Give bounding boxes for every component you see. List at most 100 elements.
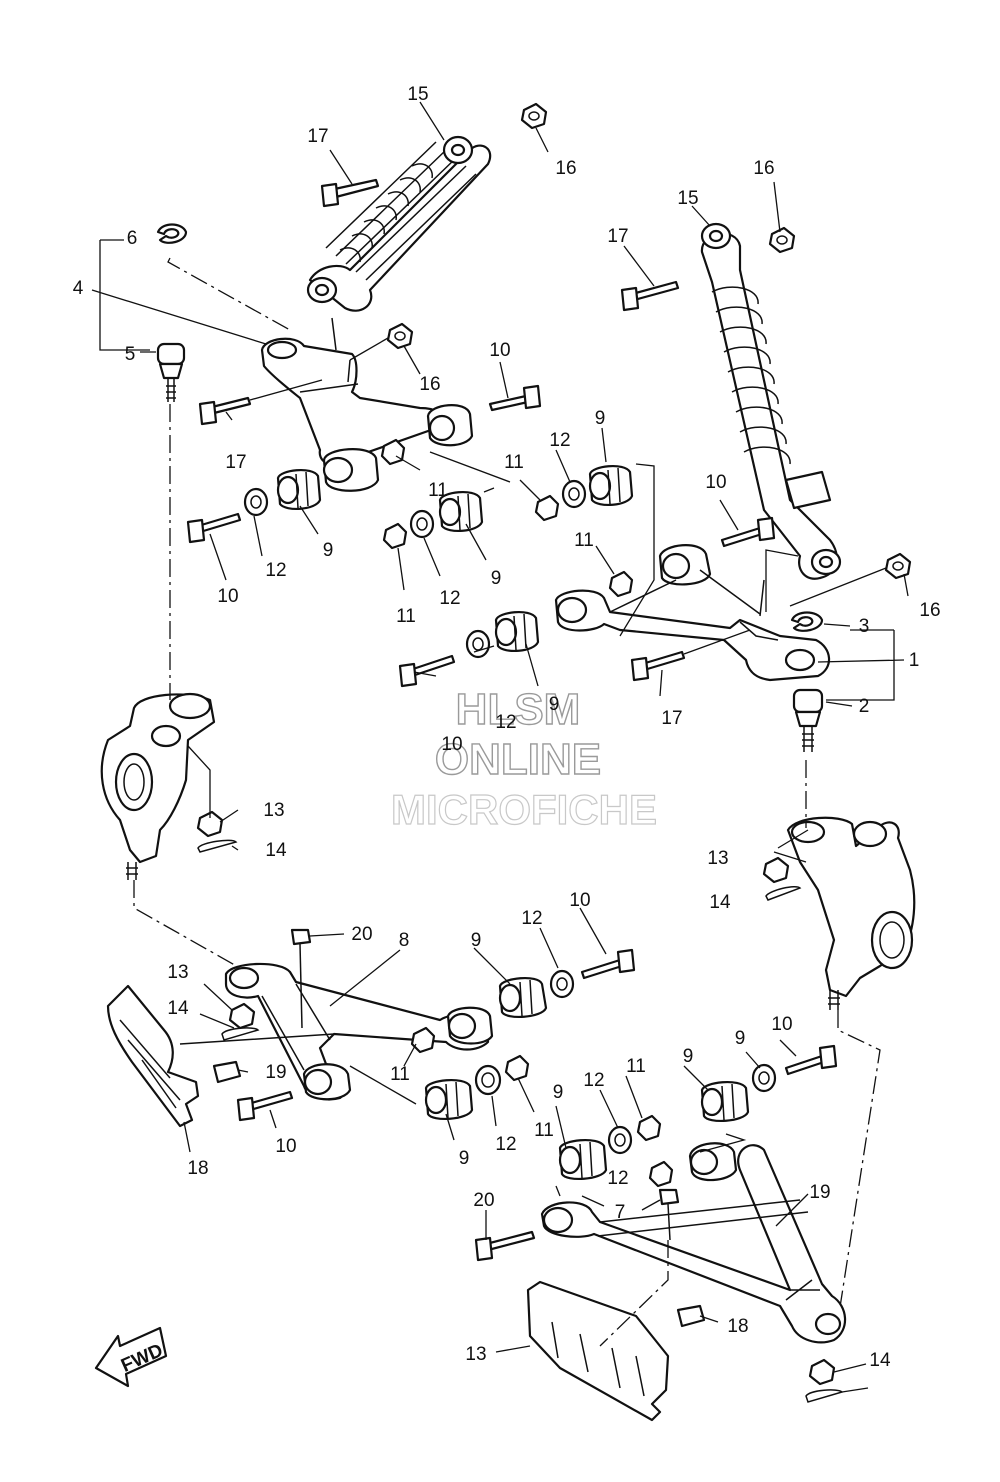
nut-16-right-top [768,226,796,254]
callout-17c: 17 [607,226,628,247]
nut-11-lower-right-a [636,1114,662,1142]
callout-12c: 12 [439,588,460,609]
callout-7: 19 [809,1182,830,1203]
centerline-skid [599,1240,669,1347]
washer-12-left [243,487,269,517]
callout-3: 3 [859,616,870,637]
callout-12: 12 [549,430,570,451]
leader-lower-left [349,1065,417,1105]
callout-15b: 15 [677,188,698,209]
callout-15: 15 [407,84,428,105]
callout-10d: 10 [441,734,462,755]
callout-12e: 12 [521,908,542,929]
callout-5: 5 [125,344,136,365]
ball-joint-2 [792,688,824,752]
bushing-9-lower-mid [424,1079,474,1120]
circlip-6 [156,223,188,244]
nut-11-lower-left [410,1026,436,1054]
callout-9e: 9 [471,930,482,951]
pin-14-left [197,839,238,853]
callout-4: 4 [73,278,84,299]
callout-11g: 11 [626,1056,646,1077]
nut-13-lower-right [808,1358,836,1386]
callout-10g: 10 [771,1014,792,1035]
washer-12-right-lower [465,629,491,659]
callout-9b: 9 [323,540,334,561]
nut-13-lower-left [228,1002,256,1030]
callout-12d: 12 [495,712,516,733]
bolt-10-right-lower [398,654,456,688]
callout-8: 8 [399,930,410,951]
callout-10h: 20 [473,1190,494,1211]
callout-1: 1 [909,650,920,671]
callout-11f: 11 [534,1120,554,1141]
fwd-arrow: FWD [94,1326,168,1388]
callout-10c: 10 [705,472,726,493]
bolt-10-right [720,516,776,548]
upper-arm-left [260,317,474,492]
bolt-10-left [186,512,242,544]
lower-arm-left [179,962,494,1101]
callout-9g: 9 [683,1046,694,1067]
bolt-20-right [658,1188,680,1241]
pin-14-lower-right [805,1389,844,1403]
watermark-line1: HLSM [456,685,581,734]
callout-12g: 12 [583,1070,604,1091]
nut-11-center [382,522,408,550]
callout-10b: 10 [217,586,238,607]
nut-16-left [349,322,414,361]
bolt-17-right [630,629,751,682]
callout-11e: 11 [390,1064,410,1085]
washer-12-lower-right-b [751,1063,777,1093]
callout-13c: 13 [167,962,188,983]
callout-13b: 13 [707,848,728,869]
leader-left-arm [429,451,511,493]
washer-12-lower-mid [474,1064,502,1096]
callout-16b: 16 [419,374,440,395]
callout-20: 20 [351,924,372,945]
callout-11d: 11 [574,530,594,551]
callout-19b: 18 [727,1316,748,1337]
callout-14b: 14 [709,892,731,913]
bushing-9-lower-left [498,977,548,1018]
watermark-line2: ONLINE [435,735,601,784]
leader-lower-right [555,1133,747,1207]
callout-16d: 16 [919,600,940,621]
clip-19-left [212,1060,242,1084]
pin-14-right [765,885,802,901]
callout-13d: 14 [869,1350,891,1371]
centerline-upper [167,257,807,828]
callout-9d: 9 [549,694,560,715]
callout-6: 6 [127,228,138,249]
callout-17b: 17 [225,452,246,473]
callout-12f: 12 [495,1134,516,1155]
nut-11-right [534,494,560,522]
bushing-9-right [588,465,634,506]
skid-plate-left [106,984,200,1128]
upper-arm-right [554,544,831,682]
ball-joint-5 [156,342,186,402]
bolt-17-left [198,379,323,426]
washer-12-lower-right-a [607,1125,633,1155]
bolt-20-left [290,928,312,1029]
nut-13-right [762,856,790,884]
nut-13-left [196,810,224,838]
callout-11c: 11 [396,606,416,627]
callout-14: 14 [265,840,287,861]
nut-16-top [520,102,548,130]
callout-17: 17 [307,126,328,147]
lower-arm-right [540,1142,847,1344]
washer-12-lower-left [549,969,575,999]
washer-12-center [409,509,435,539]
clip-19-right [676,1304,706,1328]
circlip-3 [790,611,824,632]
leader-knuckle [187,745,809,863]
callout-16c: 16 [753,158,774,179]
callout-16: 16 [555,158,576,179]
callout-18: 18 [187,1158,208,1179]
callout-10: 10 [489,340,510,361]
callout-11h: 12 [607,1168,628,1189]
callout-10f: 10 [275,1136,296,1157]
callout-11b: 11 [428,480,448,501]
